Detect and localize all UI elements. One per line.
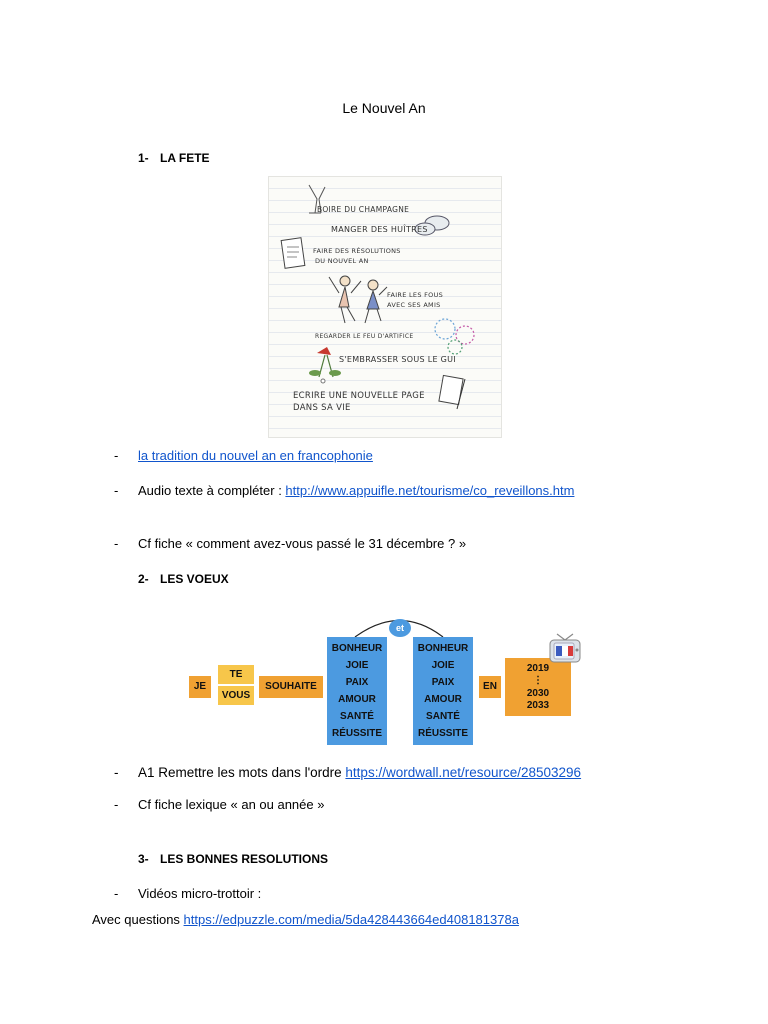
section-heading-les-bonnes-resolutions: 3- LES BONNES RESOLUTIONS xyxy=(138,852,328,866)
list-item: - Cf fiche lexique « an ou année » xyxy=(114,797,324,812)
list-text: A1 Remettre les mots dans l'ordre xyxy=(138,765,346,780)
list-item: - Cf fiche « comment avez-vous passé le 3… xyxy=(114,536,466,551)
list-dash: - xyxy=(114,886,119,901)
wish-word: JOIE xyxy=(431,660,455,671)
section-number: 2- xyxy=(138,572,149,586)
sketch-drawings xyxy=(280,184,475,410)
new-year-festivities-image: BOIRE DU CHAMPAGNE MANGER DES HUÎTRES FA… xyxy=(268,176,502,438)
wish-word: AMOUR xyxy=(338,694,376,705)
section-heading-les-voeux: 2- LES VOEUX xyxy=(138,572,229,586)
champagne-glasses-icon xyxy=(308,184,326,214)
sketch-line: S'EMBRASSER SOUS LE GUI xyxy=(339,355,456,364)
year: 2033 xyxy=(526,700,550,712)
list-dash: - xyxy=(114,536,119,551)
wish-word: BONHEUR xyxy=(331,643,383,654)
wish-word: BONHEUR xyxy=(417,643,469,654)
list-dash: - xyxy=(114,483,119,498)
sketch-line: FAIRE LES FOUS xyxy=(387,291,444,299)
wishes-column-1: BONHEUR JOIE PAIX AMOUR SANTÉ RÉUSSITE xyxy=(327,637,387,745)
tv-icon xyxy=(549,633,581,663)
te-box: TE xyxy=(218,665,254,684)
sketch-line: ECRIRE UNE NOUVELLE PAGE xyxy=(293,391,425,401)
list-item: - Audio texte à compléter : http://www.ap… xyxy=(114,483,574,498)
list-text: Vidéos micro-trottoir : xyxy=(138,886,262,901)
section-number: 1- xyxy=(138,151,149,165)
list-text: Cf fiche « comment avez-vous passé le 31… xyxy=(138,536,467,551)
list-dash: - xyxy=(114,448,119,463)
mistletoe-icon xyxy=(309,347,341,384)
section-label: LA FETE xyxy=(160,151,210,165)
sketch-line: AVEC SES AMIS xyxy=(387,301,441,309)
et-bubble: et xyxy=(389,619,411,637)
wordwall-link[interactable]: https://wordwall.net/resource/28503296 xyxy=(345,765,582,780)
wishes-diagram: JE TE VOUS SOUHAITE et BONHEUR JOIE PAIX… xyxy=(185,612,585,752)
years-box: 2019 ⋮ 2030 2033 xyxy=(505,658,571,716)
resolutions-paper-icon xyxy=(280,237,306,269)
wish-word: SANTÉ xyxy=(426,711,460,722)
wish-word: PAIX xyxy=(431,677,455,688)
section-heading-la-fete: 1- LA FETE xyxy=(138,151,210,165)
wish-word: PAIX xyxy=(345,677,369,688)
sketch-line: MANGER DES HUÎTRES xyxy=(331,225,428,234)
sketch-line: DU NOUVEL AN xyxy=(315,257,369,265)
list-text: Audio texte à compléter : xyxy=(138,483,286,498)
list-dash: - xyxy=(114,765,119,780)
wish-word: RÉUSSITE xyxy=(331,728,382,739)
wish-word: JOIE xyxy=(345,660,369,671)
souhaite-box: SOUHAITE xyxy=(259,676,323,698)
vous-box: VOUS xyxy=(218,686,254,705)
edpuzzle-link[interactable]: https://edpuzzle.com/media/5da428443664e… xyxy=(183,912,519,927)
wish-word: SANTÉ xyxy=(340,711,374,722)
page-title: Le Nouvel An xyxy=(342,100,426,116)
year: ⋮ xyxy=(533,675,543,687)
je-box: JE xyxy=(189,676,211,698)
list-text: Cf fiche lexique « an ou année » xyxy=(138,797,325,812)
audio-link[interactable]: http://www.appuifle.net/tourisme/co_reve… xyxy=(285,483,575,498)
list-dash: - xyxy=(114,797,119,812)
section-label: LES VOEUX xyxy=(160,572,229,586)
section-number: 3- xyxy=(138,852,149,866)
wish-word: AMOUR xyxy=(424,694,462,705)
year: 2030 xyxy=(526,687,550,699)
wish-word: RÉUSSITE xyxy=(417,728,468,739)
notebook-pen-icon xyxy=(438,374,466,410)
sketch-line: REGARDER LE FEU D'ARTIFICE xyxy=(315,333,414,340)
sketch-line: DANS SA VIE xyxy=(293,403,351,413)
year: 2019 xyxy=(526,662,550,674)
questions-line: Avec questions https://edpuzzle.com/medi… xyxy=(92,912,519,927)
list-item: - A1 Remettre les mots dans l'ordre https… xyxy=(114,765,581,780)
sketch-line: BOIRE DU CHAMPAGNE xyxy=(317,205,410,214)
section-label: LES BONNES RESOLUTIONS xyxy=(160,852,329,866)
tradition-link[interactable]: la tradition du nouvel an en francophoni… xyxy=(138,448,373,463)
wishes-column-2: BONHEUR JOIE PAIX AMOUR SANTÉ RÉUSSITE xyxy=(413,637,473,745)
questions-text: Avec questions xyxy=(92,912,184,927)
list-item: - Vidéos micro-trottoir : xyxy=(114,886,261,901)
en-box: EN xyxy=(479,676,501,698)
fireworks-icon xyxy=(434,318,475,355)
list-item: - la tradition du nouvel an en francophon… xyxy=(114,448,373,463)
oysters-icon xyxy=(414,215,450,236)
sketch-line: FAIRE DES RÉSOLUTIONS xyxy=(313,247,401,255)
jumping-friends-icon xyxy=(328,275,388,324)
